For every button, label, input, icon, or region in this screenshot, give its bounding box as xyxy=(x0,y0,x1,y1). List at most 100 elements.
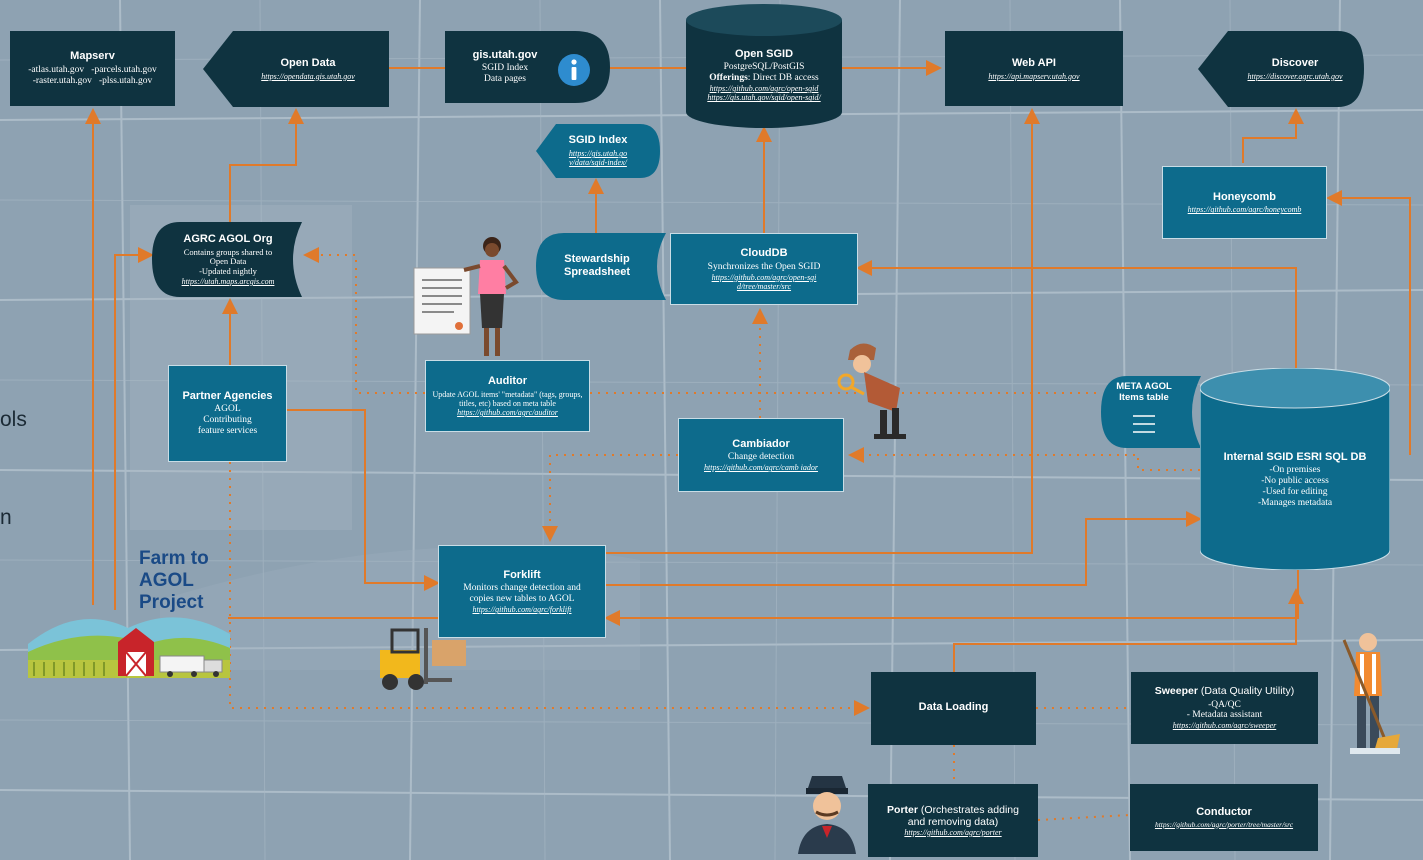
farm-barn-icon xyxy=(28,617,230,678)
agrc-agol-line-2: Open Data xyxy=(209,256,247,267)
meta-agol-box[interactable]: META AGOL Items table xyxy=(1108,380,1180,408)
stewardship-shape xyxy=(536,233,666,300)
sweeper-person-icon xyxy=(1342,633,1400,754)
internal-sgid-line-4: -Manages metadata xyxy=(1257,498,1333,509)
partner-agencies-line-1: AGOL xyxy=(214,404,241,415)
cambiador-line-1: Change detection xyxy=(727,452,795,463)
stewardship-box[interactable]: Stewardship Spreadsheet xyxy=(556,233,638,300)
detective-icon xyxy=(837,343,906,439)
discover-box[interactable]: Discover https://discover.agrc.utah.gov xyxy=(1220,31,1370,107)
forklift-box[interactable]: Forklift Monitors change detection and c… xyxy=(438,545,606,638)
agrc-agol-link[interactable]: https://utah.maps.arcgis.com xyxy=(181,276,275,286)
clouddb-title: CloudDB xyxy=(740,247,788,260)
farm-line-2: AGOL xyxy=(139,569,194,591)
sweeper-box[interactable]: Sweeper (Data Quality Utility) -QA/QC - … xyxy=(1131,672,1318,744)
web-api-link[interactable]: https://api.mapserv.utah.gov xyxy=(988,71,1080,81)
forklift-line-1: Monitors change detection and copies new… xyxy=(463,583,581,605)
internal-sgid-cylinder-shape xyxy=(1200,368,1390,570)
sweeper-title-line: Sweeper (Data Quality Utility) xyxy=(1155,685,1294,697)
mapserv-title: Mapserv xyxy=(70,50,115,63)
mapserv-box[interactable]: Mapserv -atlas.utah.gov -parcels.utah.go… xyxy=(10,31,175,106)
honeycomb-box[interactable]: Honeycomb https://github.com/agrc/honeyc… xyxy=(1162,166,1327,239)
clouddb-box[interactable]: CloudDB Synchronizes the Open SGID https… xyxy=(670,233,858,305)
partner-agencies-title: Partner Agencies xyxy=(182,389,273,402)
forklift-link[interactable]: https://github.com/agrc/forklift xyxy=(472,605,572,615)
data-loading-box[interactable]: Data Loading xyxy=(871,672,1036,745)
agrc-agol-title: AGRC AGOL Org xyxy=(183,232,273,245)
porter-title-line: Porter (Orchestrates adding and removing… xyxy=(878,804,1028,828)
mapserv-line-2: -raster.utah.gov -plss.utah.gov xyxy=(32,75,153,86)
clouddb-line-1: Synchronizes the Open SGID xyxy=(707,261,821,272)
auditor-line-1: Update AGOL items' "metadata" (tags, gro… xyxy=(432,389,583,408)
conductor-box[interactable]: Conductor https://github.com/agrc/porter… xyxy=(1130,784,1318,851)
discover-shape xyxy=(1198,31,1364,107)
forklift-title: Forklift xyxy=(503,568,541,581)
gis-utah-line-1: SGID Index xyxy=(481,63,529,74)
gis-utah-title: gis.utah.gov xyxy=(472,48,538,61)
agrc-agol-box[interactable]: AGRC AGOL Org Contains groups shared to … xyxy=(160,222,296,297)
sweeper-link[interactable]: https://github.com/agrc/sweeper xyxy=(1172,721,1277,731)
open-sgid-box[interactable]: Open SGID PostgreSQL/PostGIS Offerings: … xyxy=(686,40,842,110)
mapserv-line-1: -atlas.utah.gov -parcels.utah.gov xyxy=(28,64,157,75)
sgid-index-shape xyxy=(536,124,660,178)
open-data-link[interactable]: https://opendata.gis.utah.gov xyxy=(261,71,355,81)
open-sgid-offerings-text: : Direct DB access xyxy=(747,73,819,84)
porter-subtitle: (Orchestrates adding and removing data) xyxy=(907,803,1019,828)
sgid-index-box[interactable]: SGID Index https://gis.utah.go v/data/sg… xyxy=(556,124,640,178)
conductor-link[interactable]: https://github.com/agrc/porter/tree/mast… xyxy=(1154,819,1294,829)
open-data-shape xyxy=(203,31,389,107)
farm-line-1: Farm to xyxy=(139,548,209,569)
open-sgid-line-1: PostgreSQL/PostGIS xyxy=(723,62,805,73)
sweeper-line-2: - Metadata assistant xyxy=(1186,710,1263,721)
meta-agol-shape xyxy=(1101,376,1201,448)
sgid-index-link[interactable]: https://gis.utah.go v/data/sgid-index/ xyxy=(568,149,628,168)
porter-box[interactable]: Porter (Orchestrates adding and removing… xyxy=(868,784,1038,857)
cut-off-text-1: ols xyxy=(0,408,27,431)
internal-sgid-line-2: -No public access xyxy=(1261,476,1329,487)
partner-agencies-line-3: feature services xyxy=(197,426,258,437)
open-sgid-offerings-label: Offerings xyxy=(709,73,748,84)
internal-sgid-box[interactable]: Internal SGID ESRI SQL DB -On premises -… xyxy=(1200,440,1390,520)
cambiador-link[interactable]: https://github.com/agrc/camb iador xyxy=(704,463,818,473)
honeycomb-title: Honeycomb xyxy=(1213,190,1276,203)
porter-person-icon xyxy=(798,776,856,854)
sweeper-line-1: -QA/QC xyxy=(1208,699,1241,710)
farm-line-3: Project xyxy=(139,591,204,613)
internal-sgid-title: Internal SGID ESRI SQL DB xyxy=(1223,450,1367,463)
auditor-link[interactable]: https://github.com/agrc/auditor xyxy=(457,407,558,417)
open-sgid-title: Open SGID xyxy=(734,47,794,60)
web-api-box[interactable]: Web API https://api.mapserv.utah.gov xyxy=(945,31,1123,106)
conductor-title: Conductor xyxy=(1196,805,1252,818)
porter-title: Porter xyxy=(887,803,918,816)
open-sgid-link-2[interactable]: https://gis.utah.gov/sgid/open-sgid/ xyxy=(707,93,821,103)
auditor-title: Auditor xyxy=(487,374,528,387)
meta-agol-title: META AGOL Items table xyxy=(1116,381,1172,403)
sweeper-title: Sweeper xyxy=(1154,685,1198,698)
internal-sgid-line-1: -On premises xyxy=(1269,465,1321,476)
auditor-person-icon xyxy=(413,237,519,356)
partner-agencies-box[interactable]: Partner Agencies AGOL Contributing featu… xyxy=(168,365,287,462)
open-sgid-cylinder-shape xyxy=(686,4,842,128)
open-data-box[interactable]: Open Data https://opendata.gis.utah.gov xyxy=(230,31,386,107)
farm-to-agol-title: Farm to AGOL Project xyxy=(139,548,209,614)
open-data-title: Open Data xyxy=(280,57,336,70)
forklift-icon xyxy=(380,628,466,690)
agrc-agol-shape xyxy=(152,222,302,297)
gis-utah-box[interactable]: gis.utah.gov SGID Index Data pages xyxy=(450,31,560,103)
honeycomb-link[interactable]: https://github.com/agrc/honeycomb xyxy=(1187,205,1302,215)
agrc-agol-line-3: -Updated nightly xyxy=(199,266,257,277)
internal-sgid-line-3: -Used for editing xyxy=(1262,487,1328,498)
open-sgid-link-1[interactable]: https://github.com/agrc/open-sgid xyxy=(709,84,819,94)
open-sgid-line-2: Offerings: Direct DB access xyxy=(709,73,819,84)
discover-title: Discover xyxy=(1271,57,1319,69)
discover-link[interactable]: https://discover.agrc.utah.gov xyxy=(1247,71,1343,81)
porter-link[interactable]: https://github.com/agrc/porter xyxy=(904,827,1002,837)
clouddb-link[interactable]: https://github.com/agrc/open-sgi d/tree/… xyxy=(711,272,817,291)
stewardship-title: Stewardship Spreadsheet xyxy=(563,252,631,278)
sgid-index-title: SGID Index xyxy=(568,134,628,147)
partner-agencies-line-2: Contributing xyxy=(203,415,252,426)
auditor-box[interactable]: Auditor Update AGOL items' "metadata" (t… xyxy=(425,360,590,432)
info-icon[interactable] xyxy=(556,52,592,88)
web-api-title: Web API xyxy=(1011,57,1056,69)
cambiador-box[interactable]: Cambiador Change detection https://githu… xyxy=(678,418,844,492)
